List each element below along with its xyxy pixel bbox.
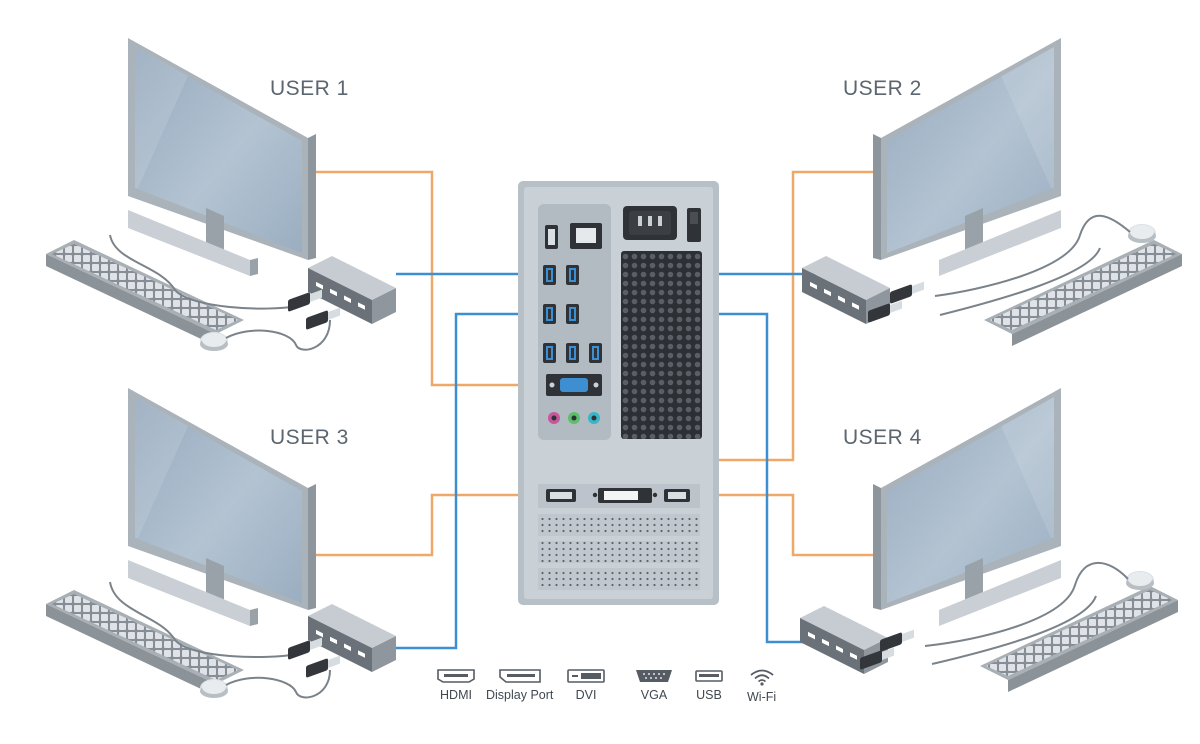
display-port-icon xyxy=(498,669,541,683)
legend-item-display-port: Display Port xyxy=(486,668,553,702)
monitor-icon xyxy=(873,388,1061,626)
hdmi-icon xyxy=(437,669,475,683)
legend-label: HDMI xyxy=(440,688,472,702)
legend-item-wifi: Wi-Fi xyxy=(747,668,776,704)
mouse-icon xyxy=(1128,224,1156,243)
workstation-user-4 xyxy=(800,388,1178,692)
video-cables xyxy=(308,170,880,557)
workstation-user-2 xyxy=(802,38,1182,346)
workstation-user-3 xyxy=(46,388,396,699)
monitor-icon xyxy=(873,38,1061,276)
user-label-1: USER 1 xyxy=(270,77,349,100)
vent-grille xyxy=(621,251,702,439)
monitor-icon xyxy=(128,388,316,626)
legend-item-vga: VGA xyxy=(634,668,674,702)
legend-item-usb: USB xyxy=(694,668,724,702)
dvi-icon xyxy=(567,669,605,683)
legend-label: Display Port xyxy=(486,688,554,702)
user-label-3: USER 3 xyxy=(270,426,349,449)
legend-label: DVI xyxy=(575,688,597,702)
legend-item-hdmi: HDMI xyxy=(436,668,476,702)
wifi-icon xyxy=(750,669,774,686)
legend-label: USB xyxy=(696,688,722,702)
user-label-4: USER 4 xyxy=(843,426,922,449)
pc-tower xyxy=(518,181,719,605)
legend-label: VGA xyxy=(640,688,668,702)
monitor-icon xyxy=(128,38,316,276)
usb-icon xyxy=(695,670,723,682)
keyboard-icon xyxy=(984,240,1182,346)
connector-legend: HDMI Display Port DVI VGA USB xyxy=(420,668,800,728)
vga-icon xyxy=(636,670,672,682)
workstation-user-1 xyxy=(46,38,396,351)
mouse-icon xyxy=(200,679,228,698)
legend-item-dvi: DVI xyxy=(566,668,606,702)
keyboard-icon xyxy=(980,586,1178,692)
user-label-2: USER 2 xyxy=(843,77,922,100)
mouse-icon xyxy=(200,332,228,351)
mouse-icon xyxy=(1126,571,1154,590)
legend-label: Wi-Fi xyxy=(747,690,777,704)
